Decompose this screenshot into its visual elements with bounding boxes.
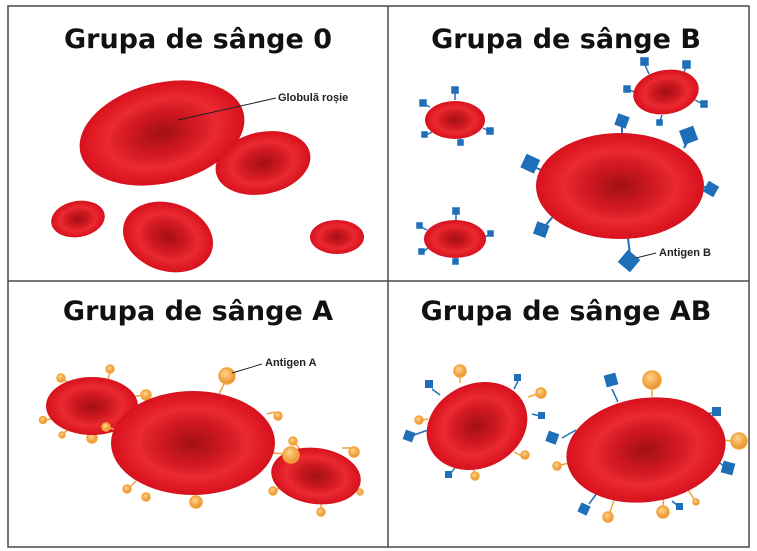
red-blood-cell [420,87,493,145]
red-blood-cell [417,208,493,264]
red-blood-cell [102,368,299,508]
label-antigen-a: Antigen A [265,357,317,369]
panel-group-0: Globulă roșie [48,64,364,283]
red-blood-cell [403,365,546,486]
panel-group-b: Antigen B [417,58,718,271]
red-blood-cell [114,190,223,283]
panel-group-ab [403,365,747,522]
label-antigen-b: Antigen B [659,247,711,259]
red-blood-cell [268,437,365,516]
red-blood-cell [48,197,107,242]
title-group-a: Grupa de sânge A [63,296,333,327]
title-group-ab: Grupa de sânge AB [421,296,712,327]
title-group-b: Grupa de sânge B [431,24,701,55]
title-group-0: Grupa de sânge 0 [64,24,332,55]
red-blood-cell [624,58,707,125]
panel-group-a: Antigen A [40,357,365,516]
label-leader-line [636,253,656,258]
red-blood-cell [310,220,364,254]
red-blood-cell [545,371,747,522]
label-leader-line [232,364,262,373]
label-red-blood-cell: Globulă roșie [278,92,348,104]
